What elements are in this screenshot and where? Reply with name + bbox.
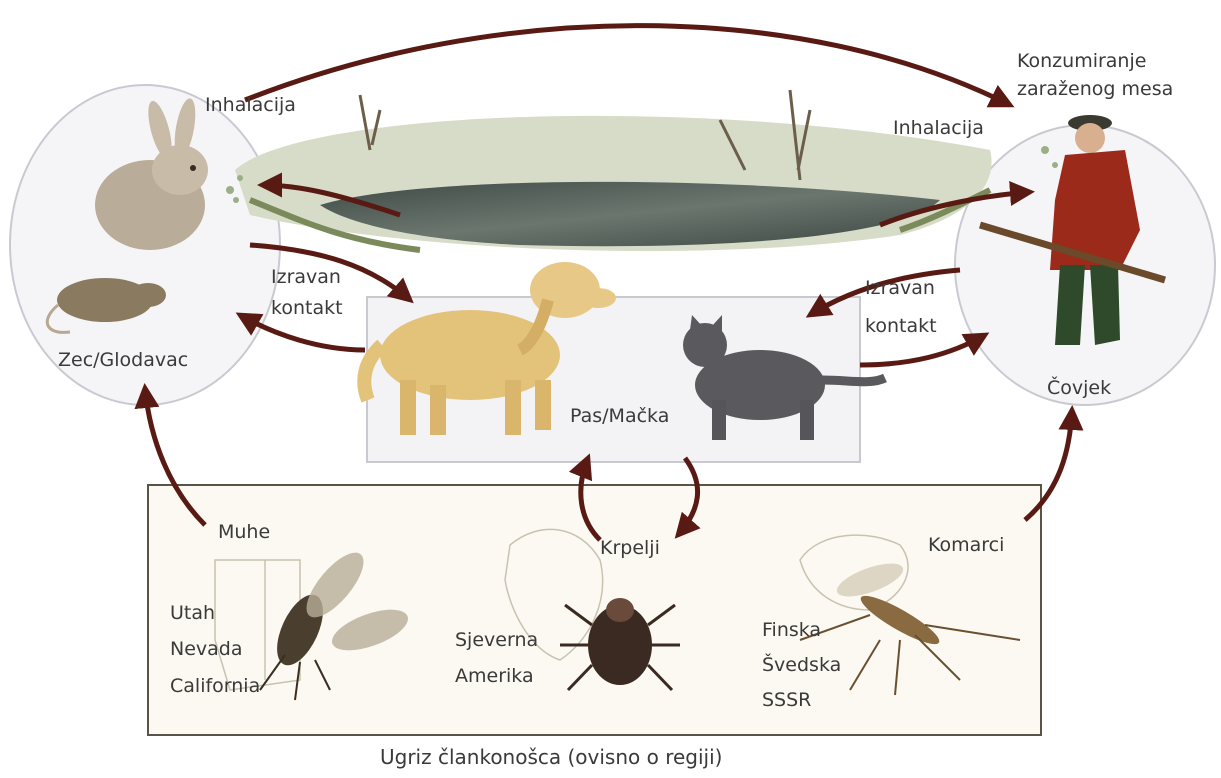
label-flies-region-1: Utah xyxy=(170,601,215,626)
label-ticks: Krpelji xyxy=(600,536,660,561)
label-direct-contact-right-2: kontakt xyxy=(865,314,937,339)
label-mosq-region-1: Finska xyxy=(762,618,821,643)
label-consumption-1: Konzumiranje xyxy=(1017,49,1146,74)
arthropod-caption: Ugriz člankonošca (ovisno o regiji) xyxy=(380,745,722,770)
label-dog-cat: Pas/Mačka xyxy=(570,404,669,429)
arrow-top-arc xyxy=(245,26,1010,105)
label-ticks-region-2: Amerika xyxy=(455,664,534,689)
label-direct-contact-right-1: Izravan xyxy=(865,276,935,301)
label-human: Čovjek xyxy=(1047,376,1111,401)
label-flies-region-2: Nevada xyxy=(170,637,243,662)
label-direct-contact-left-1: Izravan xyxy=(271,265,341,290)
arthropod-box xyxy=(148,485,1041,735)
pond-scene xyxy=(235,90,992,251)
label-direct-contact-left-2: kontakt xyxy=(271,296,343,321)
label-flies: Muhe xyxy=(218,520,270,545)
label-inhalation-right: Inhalacija xyxy=(893,116,984,141)
label-inhalation-left: Inhalacija xyxy=(205,93,296,118)
label-mosq-region-3: SSSR xyxy=(762,688,811,713)
label-ticks-region-1: Sjeverna xyxy=(455,628,538,653)
label-consumption-2: zaraženog mesa xyxy=(1017,77,1173,102)
label-rabbit-rodent: Zec/Glodavac xyxy=(58,348,188,373)
arrow-cat-to-human xyxy=(860,335,985,365)
label-flies-region-3: California xyxy=(170,674,260,699)
label-mosq-region-2: Švedska xyxy=(762,653,841,678)
label-mosquitoes: Komarci xyxy=(928,533,1004,558)
